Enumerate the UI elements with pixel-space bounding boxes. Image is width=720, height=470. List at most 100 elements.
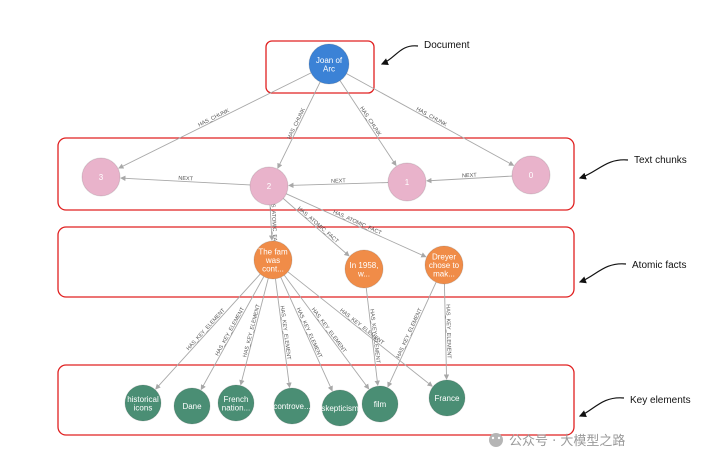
edge-label-doc-chunk3: HAS_CHUNK	[197, 108, 230, 129]
node-circle-key5[interactable]	[321, 389, 359, 427]
edge-fact2-key6	[365, 287, 380, 387]
edges-layer: HAS_CHUNK HAS_CHUNK HAS_CHUNK HAS_CHUNK NEXT…	[118, 72, 515, 392]
callout-key-elements-label: Key elements	[630, 395, 691, 406]
edge-label-fact3-key7: HAS_KEY_ELEMENT	[444, 304, 451, 359]
node-chunk1[interactable]: 1	[387, 162, 427, 202]
edge-fact1-key4	[275, 278, 292, 389]
edge-chunk1-chunk2	[288, 182, 389, 188]
key-elements-box	[57, 364, 575, 436]
node-circle-key3[interactable]	[217, 384, 255, 422]
edge-label-chunk1-chunk2: NEXT	[331, 178, 346, 184]
node-label-doc: Joan of	[316, 56, 343, 65]
node-label-key7: France	[435, 394, 460, 403]
edge-fact3-key6	[387, 282, 437, 388]
wechat-icon	[489, 433, 503, 447]
node-label-key3: French	[224, 395, 249, 404]
node-circle-key2[interactable]	[173, 387, 211, 425]
node-chunk3[interactable]: 3	[81, 157, 121, 197]
edge-doc-chunk0	[346, 73, 515, 166]
edge-doc-chunk3	[118, 72, 312, 169]
node-label-fact3: chose to	[429, 261, 460, 270]
node-label-doc: Arc	[323, 64, 335, 73]
node-label-key5: skepticism	[321, 404, 359, 413]
node-key2[interactable]: Dane	[173, 387, 211, 425]
node-label-fact1: was	[265, 256, 280, 265]
node-label-fact1: The fam	[258, 248, 288, 257]
node-label-fact3: mak...	[433, 270, 455, 279]
callout-document-label: Document	[424, 40, 470, 51]
node-label-chunk3: 3	[99, 173, 104, 182]
edge-label-fact1-key3: HAS_KEY_ELEMENT	[242, 303, 262, 358]
node-label-key1: historical	[127, 395, 159, 404]
node-label-key1: icons	[134, 403, 153, 412]
node-fact2[interactable]: In 1958,w...	[344, 249, 384, 289]
node-key3[interactable]: Frenchnation...	[217, 384, 255, 422]
text-chunks-box	[57, 137, 575, 211]
node-chunk0[interactable]: 0	[511, 155, 551, 195]
atomic-facts-box	[57, 226, 575, 298]
node-circle-key6[interactable]	[361, 385, 399, 423]
edge-chunk2-fact1	[268, 204, 275, 241]
callout-atomic-facts: Atomic facts	[578, 260, 686, 284]
edge-label-doc-chunk1: HAS_CHUNK	[358, 106, 382, 138]
node-label-chunk2: 2	[267, 182, 272, 191]
node-circle-fact3[interactable]	[424, 245, 464, 285]
edge-label-fact1-key4: HAS_KEY_ELEMENT	[278, 305, 291, 360]
callout-atomic-facts-label: Atomic facts	[632, 260, 686, 271]
edge-chunk0-chunk1	[426, 175, 513, 184]
edge-fact1-key5	[280, 277, 333, 392]
edge-doc-chunk2	[277, 81, 321, 169]
edge-label-doc-chunk0: HAS_CHUNK	[415, 107, 448, 129]
edge-chunk2-fact3	[286, 193, 427, 258]
node-key4[interactable]: controve...	[273, 387, 311, 425]
node-circle-chunk1[interactable]	[387, 162, 427, 202]
edge-label-fact3-key6: HAS_KEY_ELEMENT	[396, 307, 424, 360]
node-label-fact2: In 1958,	[350, 261, 379, 270]
node-circle-doc[interactable]	[308, 43, 350, 85]
edge-label-chunk0-chunk1: NEXT	[462, 173, 478, 180]
node-fact1[interactable]: The famwascont...	[253, 240, 293, 280]
node-circle-key1[interactable]	[124, 384, 162, 422]
node-label-fact3: Dreyer	[432, 253, 456, 262]
node-label-key6: film	[374, 400, 387, 409]
node-key5[interactable]: skepticism	[321, 389, 359, 427]
node-circle-chunk0[interactable]	[511, 155, 551, 195]
node-label-key3: nation...	[222, 403, 250, 412]
node-circle-key4[interactable]	[273, 387, 311, 425]
edge-fact3-key7	[443, 283, 450, 380]
node-label-fact1: cont...	[262, 265, 284, 274]
node-key7[interactable]: France	[428, 379, 466, 417]
edge-fact1-key3	[239, 278, 269, 386]
watermark: 公众号 · 大模型之路	[489, 433, 625, 449]
edge-fact1-key6	[283, 274, 370, 390]
callout-key-elements: Key elements	[578, 395, 691, 417]
node-label-fact2: w...	[357, 269, 370, 278]
callout-text-chunks: Text chunks	[578, 155, 687, 180]
node-label-chunk0: 0	[529, 171, 534, 180]
edge-chunk2-fact2	[283, 198, 350, 257]
node-circle-chunk2[interactable]	[249, 166, 289, 206]
node-circle-fact1[interactable]	[253, 240, 293, 280]
edge-label-chunk2-chunk3: NEXT	[178, 176, 194, 183]
node-key6[interactable]: film	[361, 385, 399, 423]
callout-text-chunks-label: Text chunks	[634, 155, 687, 166]
edge-doc-chunk1	[339, 80, 397, 167]
node-circle-chunk3[interactable]	[81, 157, 121, 197]
node-label-key4: controve...	[273, 402, 310, 411]
node-label-chunk1: 1	[405, 178, 410, 187]
edge-label-chunk2-fact1: HAS_ATOMIC_FACT	[269, 196, 278, 249]
watermark-text: 公众号 · 大模型之路	[509, 433, 625, 449]
node-chunk2[interactable]: 2	[249, 166, 289, 206]
edge-fact1-key1	[155, 273, 261, 390]
edge-chunk2-chunk3	[120, 175, 251, 186]
node-circle-fact2[interactable]	[344, 249, 384, 289]
edge-fact1-key2	[200, 276, 265, 391]
edge-label-chunk2-fact3: HAS_ATOMIC_FACT	[332, 210, 383, 237]
node-circle-key7[interactable]	[428, 379, 466, 417]
edge-fact1-key7	[287, 271, 433, 387]
edge-label-doc-chunk2: HAS_CHUNK	[287, 107, 308, 140]
